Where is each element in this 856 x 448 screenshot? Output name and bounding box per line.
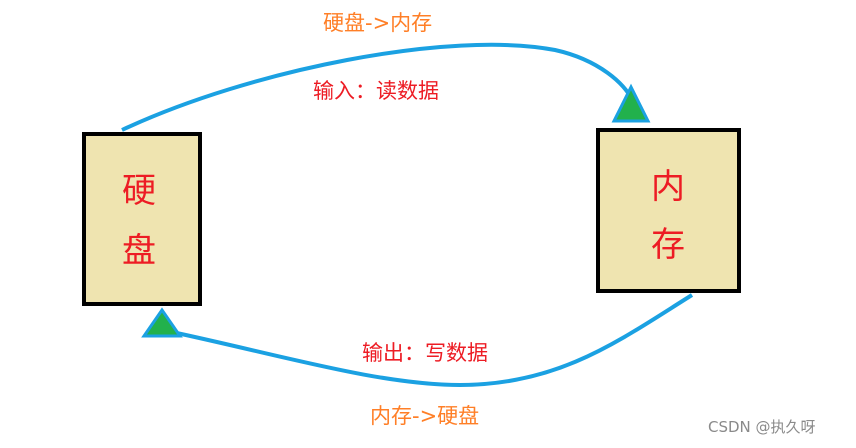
bottom-direction-text: 内存->硬盘 — [370, 404, 480, 428]
memory-label-char-2: 存 — [651, 225, 685, 265]
disk-label-char-1: 硬 — [122, 171, 156, 211]
disk-label-char-2: 盘 — [122, 231, 156, 271]
top-direction-text: 硬盘->内存 — [323, 11, 433, 35]
bottom-edge-label: 输出：写数据 — [362, 341, 488, 365]
memory-box: 内 存 — [596, 128, 741, 293]
memory-label-char-1: 内 — [651, 167, 685, 207]
watermark: CSDN @执久呀 — [708, 418, 816, 436]
bottom-arrow-line — [171, 293, 694, 388]
top-edge-label: 输入：读数据 — [313, 79, 439, 103]
disk-box: 硬 盘 — [82, 132, 202, 306]
bottom-arrowhead-icon — [141, 307, 183, 338]
top-arrow-line — [121, 42, 633, 132]
top-arrowhead-icon — [611, 83, 651, 123]
